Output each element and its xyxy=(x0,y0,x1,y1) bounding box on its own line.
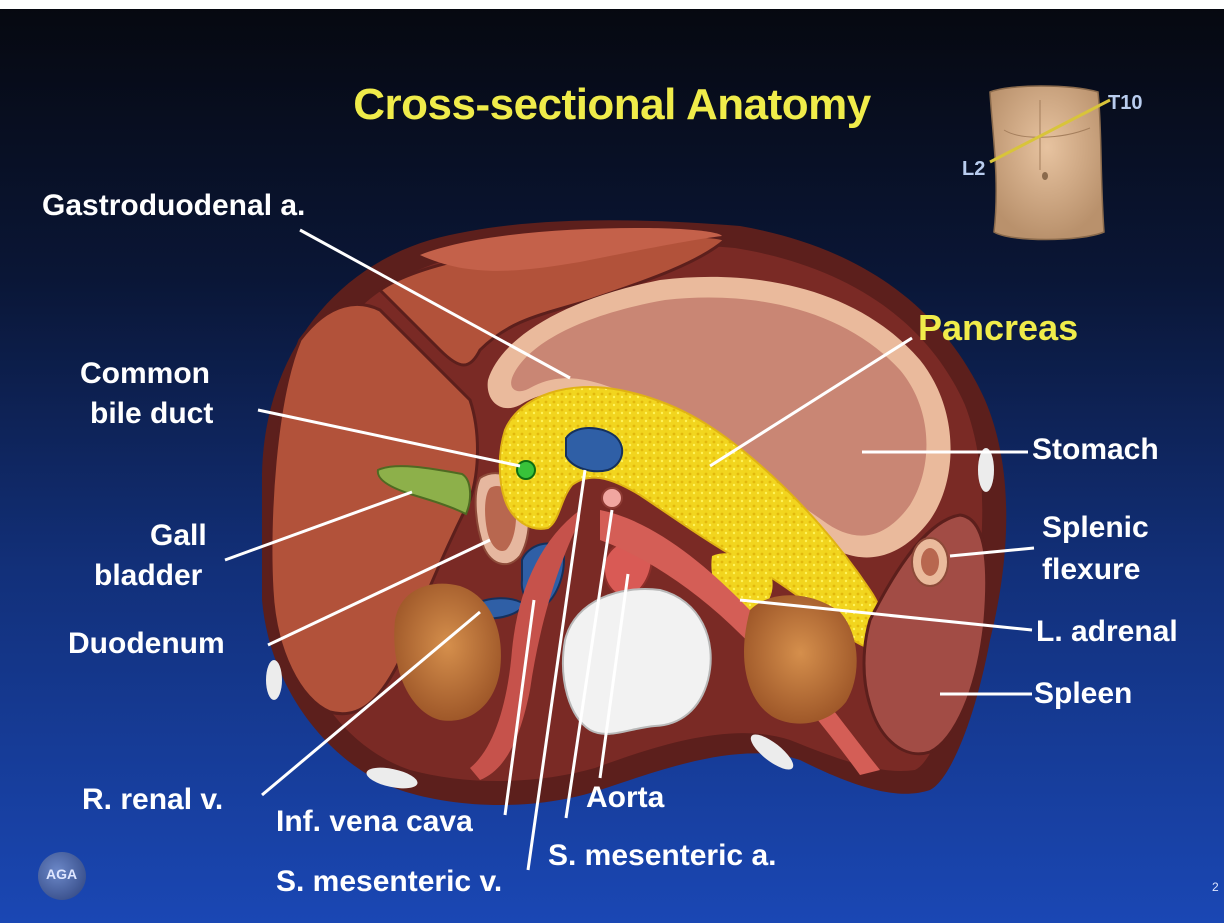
label-inf-vena-cava: Inf. vena cava xyxy=(276,804,473,840)
logo-text: AGA xyxy=(46,866,77,882)
label-gall-bladder-line1: Gall xyxy=(150,518,207,554)
label-stomach: Stomach xyxy=(1032,432,1159,468)
label-common-bile-duct-line2: bile duct xyxy=(90,396,213,432)
inset-label-t10: T10 xyxy=(1108,92,1142,115)
label-gastroduodenal-artery: Gastroduodenal a. xyxy=(42,188,305,224)
label-pancreas: Pancreas xyxy=(918,310,1078,346)
aga-logo: AGA xyxy=(38,852,86,900)
label-s-mesenteric-vein: S. mesenteric v. xyxy=(276,864,502,900)
inset-label-l2: L2 xyxy=(962,158,985,181)
label-aorta: Aorta xyxy=(586,780,664,816)
label-splenic-flexure-line1: Splenic xyxy=(1042,510,1149,546)
vertebra xyxy=(563,589,711,734)
label-l-adrenal: L. adrenal xyxy=(1036,614,1178,650)
rib-far-left xyxy=(266,660,282,700)
label-spleen: Spleen xyxy=(1034,676,1132,712)
slide-number: 2 xyxy=(1212,880,1219,894)
label-duodenum: Duodenum xyxy=(68,626,225,662)
common-bile-duct-dot xyxy=(517,461,535,479)
label-gall-bladder-line2: bladder xyxy=(94,558,202,594)
sma-shape xyxy=(602,488,622,508)
label-r-renal-vein: R. renal v. xyxy=(82,782,223,818)
slide-title: Cross-sectional Anatomy xyxy=(0,80,1224,130)
left-kidney xyxy=(744,595,857,723)
label-s-mesenteric-artery: S. mesenteric a. xyxy=(548,838,776,874)
portal-vein xyxy=(566,428,622,471)
rib-far-right xyxy=(978,448,994,492)
label-splenic-flexure-line2: flexure xyxy=(1042,552,1140,588)
label-common-bile-duct-line1: Common xyxy=(80,356,210,392)
